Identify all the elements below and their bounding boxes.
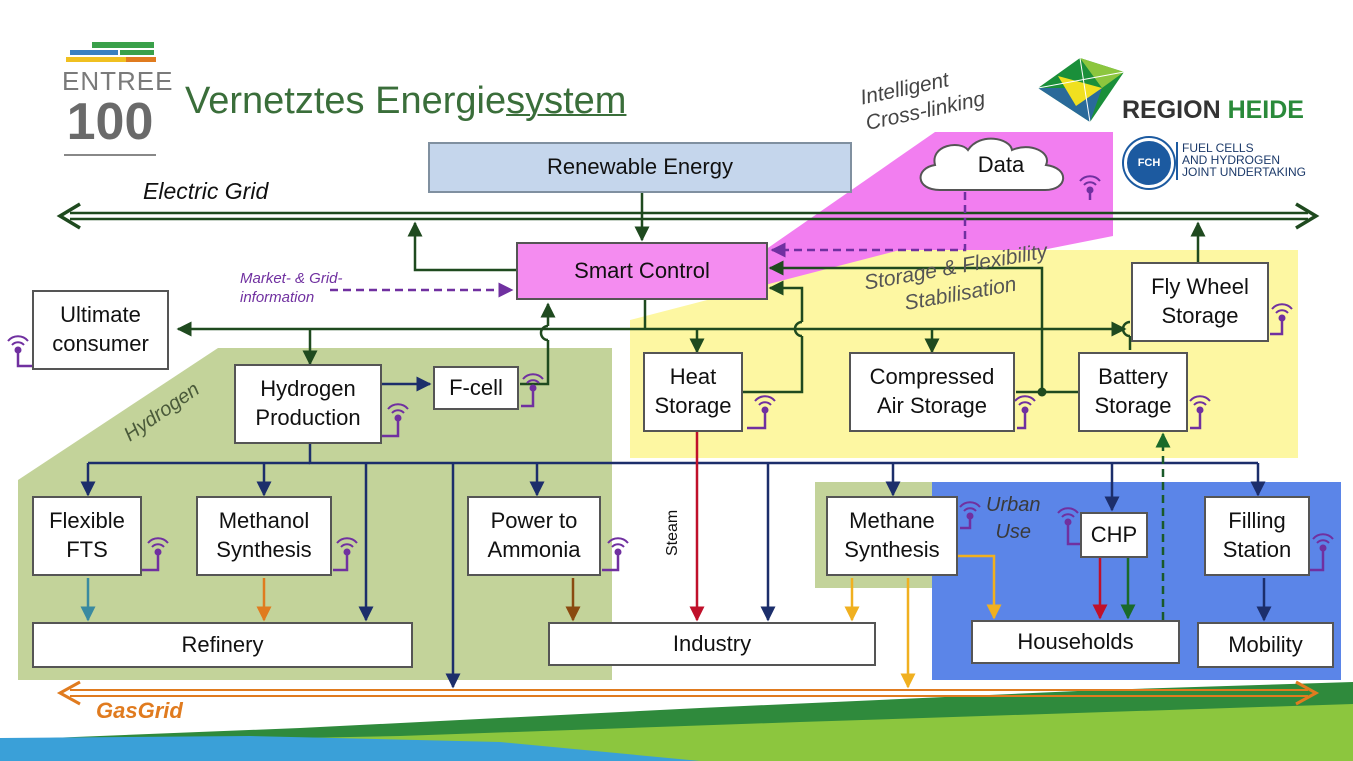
wifi-icon [959, 501, 981, 530]
compressed-air-storage-box: Compressed Air Storage [849, 352, 1015, 432]
refinery-box: Refinery [32, 622, 413, 668]
wifi-icon [333, 537, 358, 572]
chp-box: CHP [1080, 512, 1148, 558]
urban-use-label: Urban Use [986, 494, 1041, 543]
wifi-icon [7, 335, 32, 368]
market-info-label: Market- & Grid- information [240, 270, 343, 306]
steam-label: Steam [664, 509, 681, 556]
fch-badge-text: FCH [1137, 157, 1161, 169]
entree-logo: ENTREE 100 [62, 42, 174, 160]
wifi-icon [1270, 303, 1293, 336]
mobility-box: Mobility [1197, 622, 1334, 668]
fch-text: FUEL CELLS AND HYDROGEN JOINT UNDERTAKIN… [1182, 141, 1307, 179]
power-to-ammonia-box: Power to Ammonia [467, 496, 601, 576]
logo-bottom-text: 100 [66, 93, 154, 151]
industry-box: Industry [548, 622, 876, 666]
heat-storage-box: Heat Storage [643, 352, 743, 432]
households-box: Households [971, 620, 1180, 664]
region-heide-text: REGION HEIDE [1122, 96, 1304, 124]
wifi-icon [1057, 507, 1080, 546]
logo-top-text: ENTREE [62, 66, 174, 96]
data-cloud-shape [919, 137, 1065, 191]
wifi-icon [1189, 395, 1211, 430]
wifi-icon [747, 395, 776, 430]
fcell-box: F-cell [433, 366, 519, 410]
data-node-label: Data [977, 152, 1025, 177]
page-title: Vernetztes Energiesystem [185, 80, 627, 122]
wifi-icon [382, 403, 409, 438]
battery-storage-box: Battery Storage [1078, 352, 1188, 432]
fly-wheel-storage-box: Fly Wheel Storage [1131, 262, 1269, 342]
flexible-fts-box: Flexible FTS [32, 496, 142, 576]
region-heide-logo [1037, 57, 1128, 123]
renewable-energy-box: Renewable Energy [428, 142, 852, 193]
wifi-icon [602, 537, 629, 572]
hydrogen-production-box: Hydrogen Production [234, 364, 382, 444]
gas-grid-label: GasGrid [96, 698, 183, 723]
wifi-icon [1309, 533, 1334, 572]
wifi-icon [142, 537, 169, 572]
wifi-icon [1014, 395, 1036, 430]
methanol-synthesis-box: Methanol Synthesis [196, 496, 332, 576]
wifi-icon [521, 373, 544, 408]
wifi-icon [1079, 175, 1101, 200]
ultimate-consumer-box: Ultimate consumer [32, 290, 169, 370]
methane-synthesis-box: Methane Synthesis [826, 496, 958, 576]
filling-station-box: Filling Station [1204, 496, 1310, 576]
fch-logo: FCH [1124, 138, 1174, 188]
electric-grid-label: Electric Grid [143, 178, 269, 204]
smart-control-box: Smart Control [516, 242, 768, 300]
